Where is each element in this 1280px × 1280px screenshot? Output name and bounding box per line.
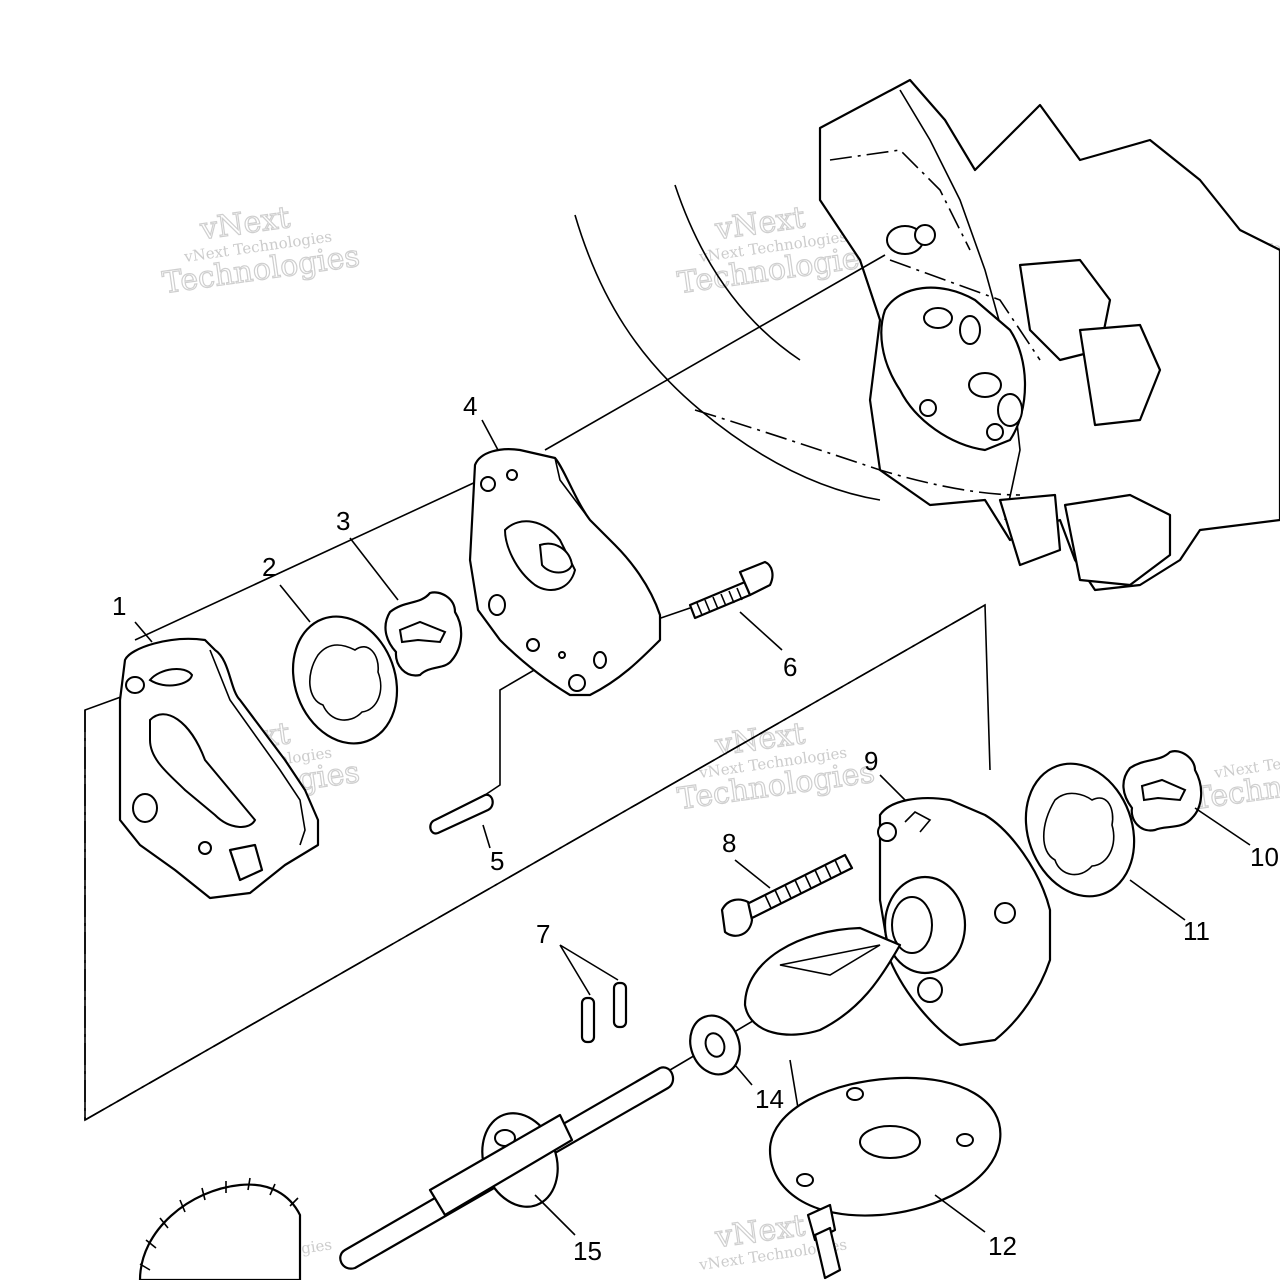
label-part-14: 14 xyxy=(755,1084,784,1114)
label-part-5: 5 xyxy=(490,846,504,876)
cover-screw xyxy=(806,1203,842,1280)
label-part-1: 1 xyxy=(112,591,126,621)
part-3-inner-rotor xyxy=(384,591,463,677)
part-6-screw xyxy=(688,560,774,620)
part-12-cover-plate xyxy=(768,1076,1002,1217)
label-part-3: 3 xyxy=(336,506,350,536)
part-labels: 1 2 3 4 5 6 7 8 9 10 11 12 14 15 xyxy=(112,391,1279,1266)
part-15-shaft xyxy=(339,1066,675,1270)
part-8-bolt xyxy=(720,853,854,937)
part-10-inner-rotor xyxy=(1122,750,1203,832)
part-7-pins xyxy=(559,944,628,1044)
part-11-outer-rotor xyxy=(1024,762,1136,898)
crankcase-housing xyxy=(574,78,1280,592)
label-part-2: 2 xyxy=(262,552,276,582)
part-2-outer-rotor xyxy=(291,615,399,745)
part-14-washer xyxy=(689,1014,741,1076)
drive-gear xyxy=(138,1177,302,1280)
gasket-disc xyxy=(743,926,902,1036)
part-1-pump-body xyxy=(118,637,320,900)
label-part-15: 15 xyxy=(573,1236,602,1266)
label-part-6: 6 xyxy=(783,652,797,682)
label-part-11: 11 xyxy=(1183,916,1210,946)
part-5-dowel-pin xyxy=(429,793,494,835)
label-part-4: 4 xyxy=(463,391,477,421)
label-part-12: 12 xyxy=(988,1231,1017,1261)
label-part-7: 7 xyxy=(536,919,550,949)
label-part-10: 10 xyxy=(1250,842,1279,872)
callout-lines xyxy=(134,419,1251,1236)
part-4-pump-plate xyxy=(468,448,662,697)
label-part-8: 8 xyxy=(722,828,736,858)
label-part-9: 9 xyxy=(864,746,878,776)
part-9-pump-housing xyxy=(877,797,1052,1047)
